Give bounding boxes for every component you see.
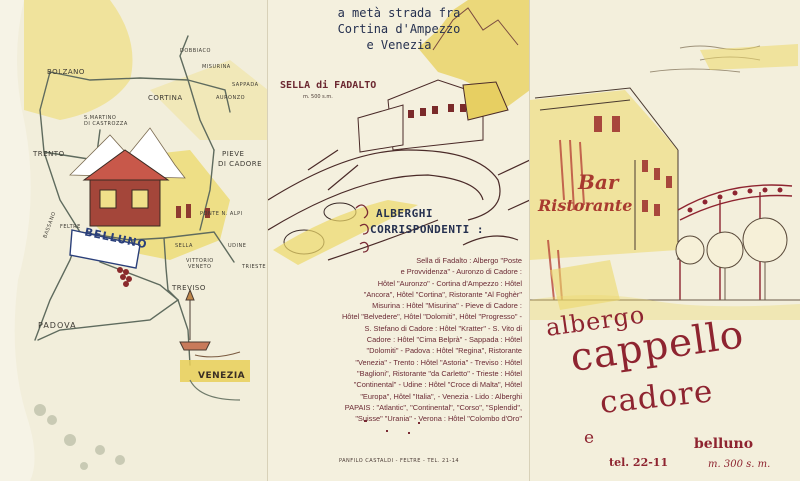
map-label-vittorio-2: VENETO (188, 264, 212, 270)
map-label-cortina: CORTINA (148, 94, 183, 102)
sella-fadalto-label: SELLA di FADALTO (280, 80, 377, 91)
map-label-s-martino: S.MARTINO (84, 115, 117, 121)
map-label-pieve-2: DI CADORE (218, 160, 263, 168)
map-label-misurina: MISURINA (202, 64, 231, 70)
ristorante-sign: Ristorante (538, 196, 633, 215)
bar-sign: Bar (578, 170, 619, 194)
corrispondenti-line: "Dolomiti" - Padova : Hôtel "Regina", Ri… (366, 346, 523, 356)
corrispondenti-line: Cadore : Hôtel "Cima Belprà" - Sappada :… (366, 335, 522, 345)
printer-credit: PANFILO CASTALDI - FELTRE - TEL. 21-14 (338, 458, 460, 464)
road-illustration (268, 0, 529, 434)
map-label-bolzano: BOLZANO (47, 68, 85, 76)
corrispondenti-line: "Europa", Hôtel "Italia", - Venezia - Li… (360, 391, 522, 401)
corrispondenti-line: "Continental" - Udine : Hôtel "Croce di … (353, 380, 522, 390)
corrispondenti-line: "Ancora", Hôtel "Cortina", Ristorante "A… (363, 289, 522, 299)
tagline-line-1: a metà strada fra (337, 6, 461, 20)
map-label-feltre: FELTRE (60, 224, 81, 230)
map-label-trieste: TRIESTE (242, 264, 267, 270)
alberghi-heading: ALBERGHI (376, 207, 433, 220)
corrispondenti-line: "Baglioni", Ristorante "da Carletto" - T… (357, 368, 522, 378)
sella-altitude: m. 500 s.m. (303, 94, 333, 100)
corrispondenti-line: "Venezia" - Trento : Hôtel "Astoria" - T… (355, 357, 522, 367)
map-label-s-martino-2: DI CASTROZZA (84, 121, 128, 127)
corrispondenti-line: "Suisse" "Urania" - Verona : Hôtel "Colo… (355, 414, 522, 424)
map-label-dobbiaco: DOBBIACO (180, 48, 211, 54)
info-panel: a metà strada fra Cortina d'Ampezzo e Ve… (268, 0, 530, 481)
map-label-pieve: PIEVE (222, 150, 245, 158)
corrispondenti-line: S. Stefano di Cadore : Hôtel "Kratter" -… (364, 323, 522, 333)
corrispondenti-line: Hôtel "Belvedere", Hôtel "Dolomiti", Hôt… (341, 312, 522, 322)
hotel-illustration (530, 44, 800, 320)
title-e: e (584, 428, 595, 448)
venezia-sign: VENEZIA (198, 371, 246, 381)
telephone: tel. 22-11 (609, 456, 669, 469)
altitude: m. 300 s. m. (708, 459, 771, 470)
map-illustration (0, 0, 267, 481)
map-label-treviso: TREVISO (172, 284, 206, 292)
corrispondenti-line: PAPAIS : "Atlantic", "Continental", "Cor… (344, 402, 522, 412)
city-belluno: belluno (694, 436, 754, 452)
cover-panel: Bar Ristorante albergo cappello e cadore… (530, 0, 800, 481)
map-label-auronzo: AURONZO (216, 95, 246, 101)
corrispondenti-heading: CORRISPONDENTI : (370, 223, 484, 236)
map-label-sella: SELLA (175, 243, 193, 249)
map-label-trento: TRENTO (33, 150, 65, 158)
map-label-sappada: SAPPADA (232, 82, 259, 88)
corrispondenti-list: Sella di Fadalto : Albergo "Poste e Provv… (272, 255, 522, 424)
tagline-line-3: e Venezia (366, 38, 432, 52)
map-label-padova: PADOVA (38, 321, 77, 330)
tagline-line-2: Cortina d'Ampezzo (337, 22, 461, 36)
map-label-ponte: PONTE N. ALPI (200, 211, 243, 217)
map-panel: BOLZANO DOBBIACO MISURINA CORTINA SAPPAD… (0, 0, 268, 481)
corrispondenti-line: Misurina : Hôtel "Misurina" - Pieve di C… (372, 301, 522, 311)
corrispondenti-line: Hôtel "Auronzo" - Cortina d'Ampezzo : Hô… (377, 278, 522, 288)
map-label-vittorio: VITTORIO (186, 258, 214, 264)
map-label-udine: UDINE (228, 243, 247, 249)
corrispondenti-line: e Provvidenza" - Auronzo di Cadore : (400, 267, 522, 277)
corrispondenti-line: Sella di Fadalto : Albergo "Poste (416, 256, 522, 265)
